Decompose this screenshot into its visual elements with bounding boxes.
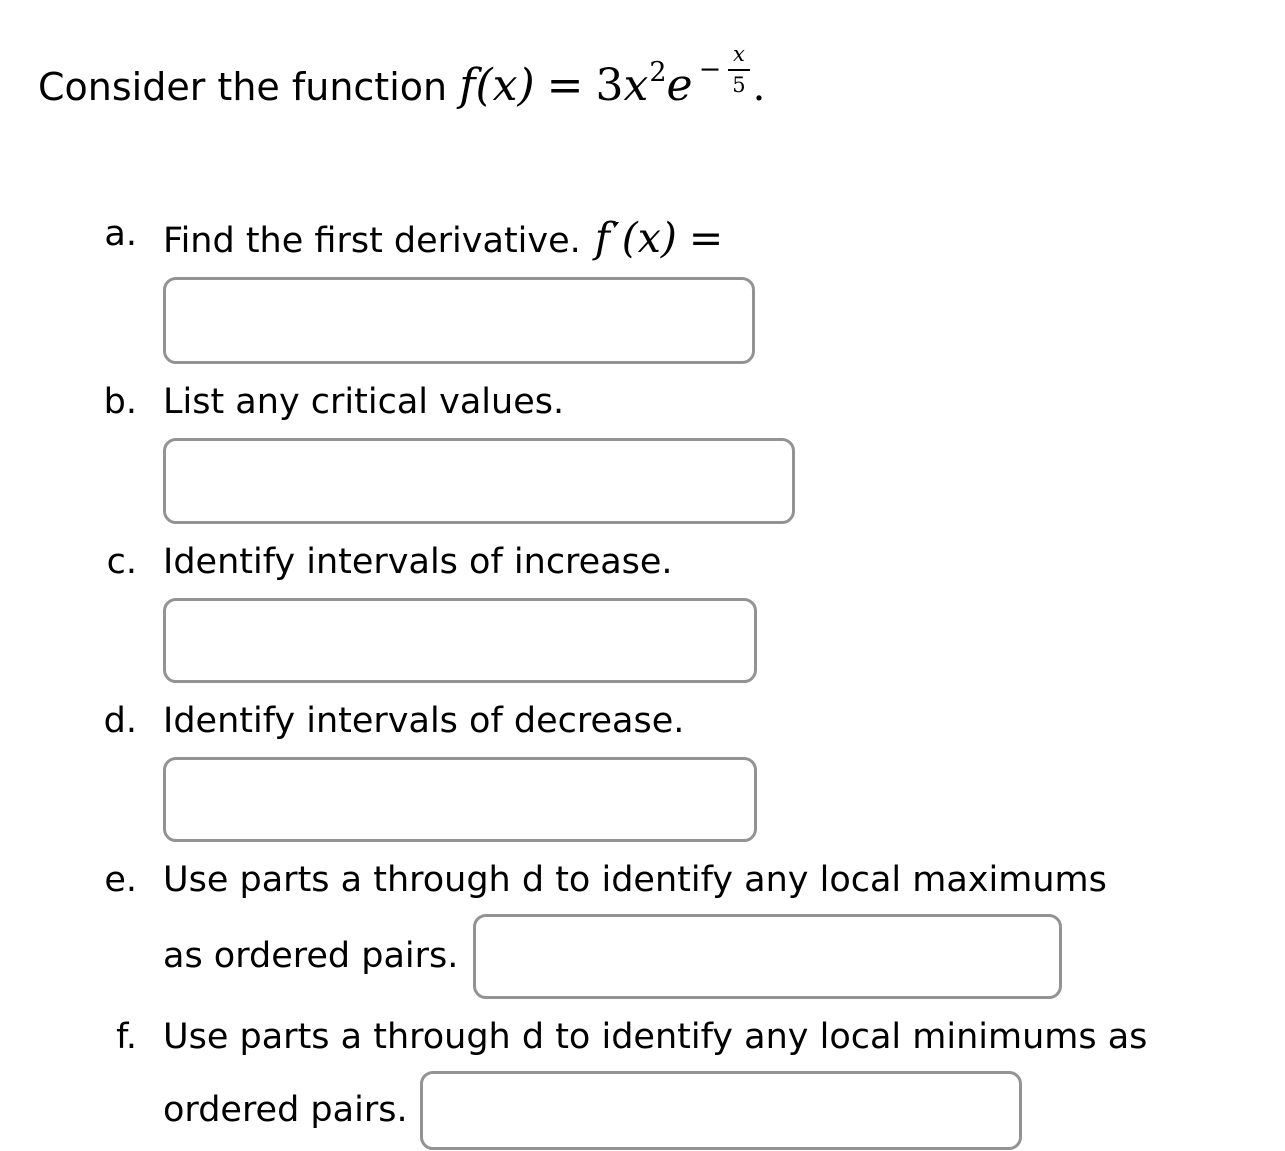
fraction-numerator: x <box>732 42 745 66</box>
math-power: 2 <box>649 56 667 88</box>
question-part-b: b. List any critical values. <box>38 379 1265 525</box>
part-b-label: List any critical values. <box>163 382 565 423</box>
part-b-marker: b. <box>103 382 137 423</box>
part-e-answer-row: as ordered pairs. <box>163 914 1265 1000</box>
prime-symbol: ′ <box>612 217 620 253</box>
part-b-body: List any critical values. <box>163 379 1265 525</box>
fraction-denominator: 5 <box>728 69 750 96</box>
part-c-label: Identify intervals of increase. <box>163 542 673 583</box>
answer-input-a[interactable] <box>163 277 755 365</box>
question-part-f: f. Use parts a through d to identify any… <box>38 1014 1265 1151</box>
answer-input-f[interactable] <box>419 1071 1022 1151</box>
question-part-d: d. Identify intervals of decrease. <box>38 698 1265 843</box>
part-e-body: Use parts a through d to identify any lo… <box>163 857 1265 1000</box>
part-e-text-line2: as ordered pairs. <box>163 936 459 977</box>
question-part-e: e. Use parts a through d to identify any… <box>38 857 1265 1000</box>
derivative-notation: f′(x)= <box>595 214 723 262</box>
part-e-marker: e. <box>104 860 137 901</box>
part-a-text: Find the first derivative. <box>163 221 581 262</box>
part-d-label: Identify intervals of decrease. <box>163 701 685 742</box>
math-equals: = <box>546 59 584 111</box>
math-variable: x <box>623 59 649 111</box>
part-a-label: Find the first derivative. f′(x)= <box>163 211 1265 265</box>
part-f-text-line2: ordered pairs. <box>163 1090 408 1131</box>
part-f-body: Use parts a through d to identify any lo… <box>163 1014 1265 1151</box>
math-coefficient: 3 <box>595 59 624 111</box>
math-fx: f(x) <box>459 59 535 111</box>
math-base-e: e <box>666 59 693 111</box>
part-f-marker: f. <box>116 1017 137 1058</box>
sentence-period: . <box>752 63 766 110</box>
math-f: f <box>594 214 610 263</box>
part-d-body: Identify intervals of decrease. <box>163 698 1265 843</box>
question-part-a: a. Find the first derivative. f′(x)= <box>38 211 1265 365</box>
question-part-c: c. Identify intervals of increase. <box>38 539 1265 684</box>
math-arg: (x) <box>621 214 677 263</box>
problem-statement-text: Consider the function <box>38 64 448 109</box>
part-f-text-line1: Use parts a through d to identify any lo… <box>163 1017 1148 1058</box>
math-equals-a: = <box>688 214 724 263</box>
exponent-minus-sign: − <box>698 53 722 85</box>
answer-input-d[interactable] <box>163 757 757 843</box>
part-a-body: Find the first derivative. f′(x)= <box>163 211 1265 365</box>
part-f-answer-row: ordered pairs. <box>163 1071 1265 1151</box>
part-d-marker: d. <box>103 701 137 742</box>
answer-input-c[interactable] <box>163 598 757 684</box>
part-e-text-line1: Use parts a through d to identify any lo… <box>163 860 1107 901</box>
part-c-marker: c. <box>106 542 137 583</box>
answer-input-b[interactable] <box>163 438 795 525</box>
part-c-body: Identify intervals of increase. <box>163 539 1265 684</box>
answer-input-e[interactable] <box>473 914 1063 1000</box>
part-a-marker: a. <box>104 214 137 255</box>
